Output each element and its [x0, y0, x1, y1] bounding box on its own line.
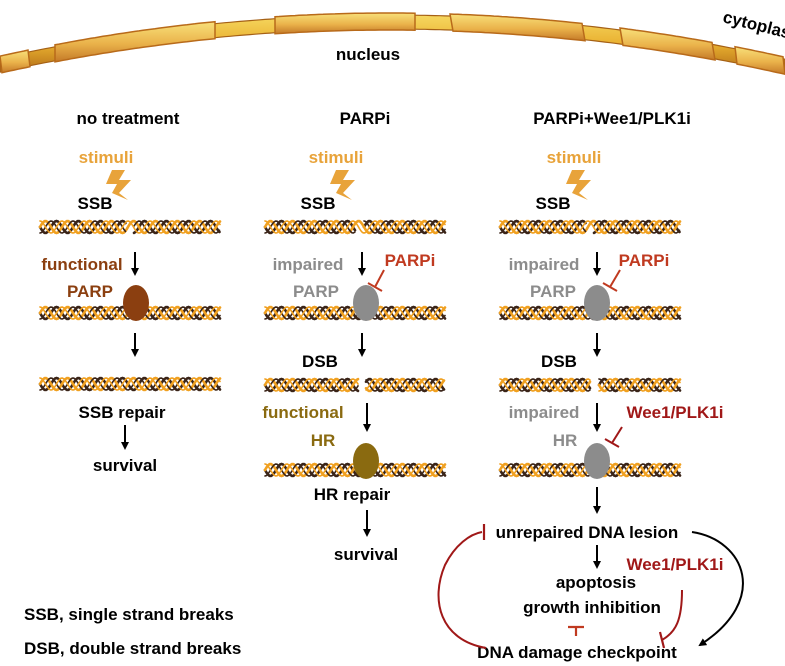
wee1-plk1i-label-2: Wee1/PLK1i [626, 555, 723, 574]
ssb-label-2: SSB [301, 194, 336, 213]
nuclear-membrane [0, 12, 785, 75]
lightning-icon-3 [566, 170, 591, 200]
growth-inhibition-label: growth inhibition [523, 598, 661, 617]
wee1-plk1i-label-1: Wee1/PLK1i [626, 403, 723, 422]
hr-repair-label: HR repair [314, 485, 391, 504]
impaired-label-c3-1: impaired [509, 255, 580, 274]
helix-c2-dsb [263, 377, 446, 393]
wee1-inhibition-curve [661, 589, 683, 641]
dsb-label-c2: DSB [302, 352, 338, 371]
inhibition-mark-c2-1 [367, 269, 385, 292]
dsb-label-c3: DSB [541, 352, 577, 371]
helix-c1-repaired [38, 376, 222, 392]
column-title-combo: PARPi+Wee1/PLK1i [533, 109, 691, 128]
apoptosis-label: apoptosis [556, 573, 636, 592]
helix-c2-ssb [263, 219, 447, 235]
cytoplasm-label: cytoplasm [721, 7, 785, 46]
inhibition-mark-checkpoint [568, 625, 584, 636]
parp-impaired-oval-c2 [353, 285, 379, 321]
parpi-inhibitor-label-c2: PARPi [385, 251, 436, 270]
parp-impaired-oval-c3 [584, 285, 610, 321]
hr-impaired-oval [584, 443, 610, 479]
ssb-label-3: SSB [536, 194, 571, 213]
unrepaired-lesion-label: unrepaired DNA lesion [496, 523, 679, 542]
lightning-icon-2 [330, 170, 355, 200]
impaired-label-c2: impaired [273, 255, 344, 274]
feedback-curve-left [437, 531, 487, 649]
membrane-cell [274, 12, 416, 35]
column-title-no-treatment: no treatment [77, 109, 180, 128]
hr-functional-oval [353, 443, 379, 479]
helix-c1-ssb [38, 219, 222, 235]
parpi-inhibitor-label-c3: PARPi [619, 251, 670, 270]
helix-c3-ssb [498, 219, 682, 235]
lightning-icon-1 [106, 170, 131, 200]
nucleus-label: nucleus [336, 45, 400, 64]
hr-label-c2: HR [311, 431, 336, 450]
stimuli-label-1: stimuli [79, 148, 134, 167]
ssb-repair-label: SSB repair [79, 403, 166, 422]
inhibition-mark-c3-1 [602, 269, 621, 292]
parp-label-c2: PARP [293, 282, 339, 301]
membrane-cell [734, 45, 785, 75]
impaired-label-c3-2: impaired [509, 403, 580, 422]
legend-ssb: SSB, single strand breaks [24, 605, 234, 624]
parp-label-c1: PARP [67, 282, 113, 301]
helix-c3-dsb [498, 377, 682, 393]
membrane-cell [0, 49, 31, 74]
wee1-inhibition-bar [658, 631, 666, 649]
inhibition-mark-c3-2 [604, 426, 623, 448]
lesion-to-checkpoint-arrow [691, 531, 744, 647]
ssb-label-1: SSB [78, 194, 113, 213]
survival-label-c1: survival [93, 456, 157, 475]
membrane-cell [619, 27, 716, 61]
hr-label-c3: HR [553, 431, 578, 450]
legend-dsb: DSB, double strand breaks [24, 639, 241, 658]
stimuli-label-3: stimuli [547, 148, 602, 167]
functional-label-c2: functional [262, 403, 343, 422]
survival-label-c2: survival [334, 545, 398, 564]
parp-label-c3: PARP [530, 282, 576, 301]
parp-functional-oval [123, 285, 149, 321]
stimuli-label-2: stimuli [309, 148, 364, 167]
functional-label-c1: functional [41, 255, 122, 274]
membrane-cell [54, 20, 216, 63]
membrane-cell [449, 13, 586, 42]
column-title-parpi: PARPi [340, 109, 391, 128]
dna-damage-checkpoint-label: DNA damage checkpoint [477, 643, 677, 662]
